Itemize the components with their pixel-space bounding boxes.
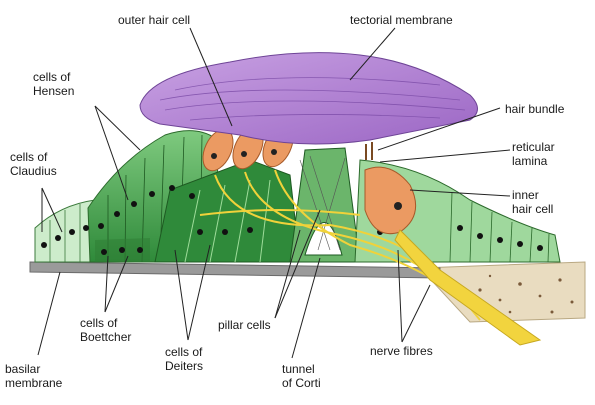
label-outer-hair-cell: outer hair cell (118, 13, 190, 27)
basilar-membrane-shape (30, 262, 440, 278)
label-tectorial-membrane: tectorial membrane (350, 13, 453, 27)
label-cells-of-hensen: cells of Hensen (33, 70, 74, 98)
label-cells-of-claudius: cells of Claudius (10, 150, 57, 178)
label-cells-of-deiters: cells of Deiters (165, 345, 203, 373)
label-inner-hair-cell: inner hair cell (512, 188, 553, 216)
inner-stereocilia (366, 142, 372, 160)
label-reticular-lamina: reticular lamina (512, 140, 555, 168)
label-nerve-fibres: nerve fibres (370, 344, 433, 358)
label-hair-bundle: hair bundle (505, 102, 564, 116)
spiral-lamina-bone (420, 262, 585, 322)
label-pillar-cells: pillar cells (218, 318, 271, 332)
label-tunnel-of-corti: tunnel of Corti (282, 362, 321, 390)
label-basilar-membrane: basilar membrane (5, 362, 62, 390)
label-cells-of-boettcher: cells of Boettcher (80, 316, 131, 344)
